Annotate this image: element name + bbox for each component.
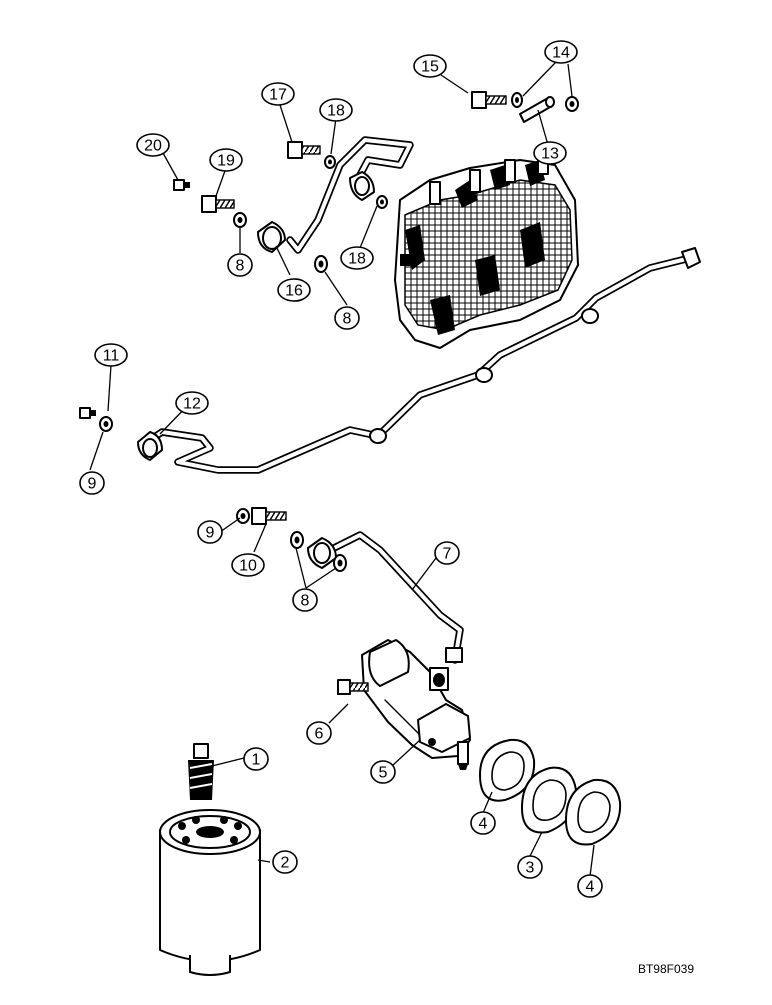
callout-12: 12 [175, 391, 209, 415]
callout-layer: 12344567888899101112131415161718181920 [79, 40, 603, 898]
callout-label: 18 [327, 103, 345, 120]
callout-2: 2 [272, 850, 298, 874]
callout-7: 7 [434, 541, 460, 565]
drain-fitting-1 [188, 743, 214, 800]
callout-label: 8 [301, 593, 310, 610]
callout-label: 10 [239, 558, 257, 575]
callout-9: 9 [79, 471, 105, 495]
banjo-bolt-15-group [471, 91, 579, 123]
callout-15: 15 [413, 54, 447, 78]
callout-17: 17 [261, 82, 295, 106]
callout-label: 9 [206, 525, 215, 542]
callout-label: 4 [479, 816, 488, 833]
callout-1: 1 [243, 747, 269, 771]
injection-pump [394, 151, 579, 349]
callout-5: 5 [370, 760, 396, 784]
callout-label: 5 [379, 765, 388, 782]
callout-18: 18 [340, 246, 374, 270]
callout-label: 13 [541, 146, 559, 163]
callout-label: 16 [285, 283, 303, 300]
callout-14: 14 [544, 40, 578, 64]
callout-label: 7 [443, 546, 452, 563]
callout-8: 8 [292, 588, 318, 612]
callout-13: 13 [533, 141, 567, 165]
callout-label: 18 [348, 251, 366, 268]
callout-8: 8 [227, 253, 253, 277]
leader-lines [89, 61, 595, 877]
callout-label: 4 [586, 879, 595, 896]
fuel-filter-2 [159, 809, 261, 976]
callout-19: 19 [209, 148, 243, 172]
callout-4: 4 [577, 874, 603, 898]
supply-line-12-group [79, 247, 701, 474]
callout-label: 15 [421, 59, 439, 76]
callout-label: 20 [144, 138, 162, 155]
callout-label: 14 [552, 45, 570, 62]
callout-label: 8 [343, 311, 352, 328]
callout-9: 9 [197, 520, 223, 544]
callout-label: 3 [526, 860, 535, 877]
callout-label: 11 [103, 348, 120, 365]
callout-6: 6 [306, 721, 332, 745]
callout-label: 19 [217, 153, 235, 170]
callout-label: 2 [281, 855, 290, 872]
callout-18: 18 [319, 98, 353, 122]
callout-8: 8 [334, 306, 360, 330]
callout-16: 16 [277, 278, 311, 302]
gaskets-group [479, 738, 622, 846]
callout-11: 11 [94, 343, 128, 367]
return-line-16-group [173, 136, 414, 273]
callout-label: 9 [88, 476, 97, 493]
callout-label: 12 [183, 396, 201, 413]
callout-label: 8 [236, 258, 245, 275]
callout-label: 6 [315, 726, 324, 743]
fuel-line-7-group [236, 507, 464, 664]
callout-10: 10 [231, 553, 265, 577]
callout-label: 1 [252, 752, 261, 769]
callout-3: 3 [517, 855, 543, 879]
lift-pump-5 [337, 639, 471, 770]
callout-20: 20 [136, 133, 170, 157]
callout-4: 4 [470, 811, 496, 835]
drawing-code: BT98F039 [638, 962, 694, 976]
callout-label: 17 [269, 87, 287, 104]
